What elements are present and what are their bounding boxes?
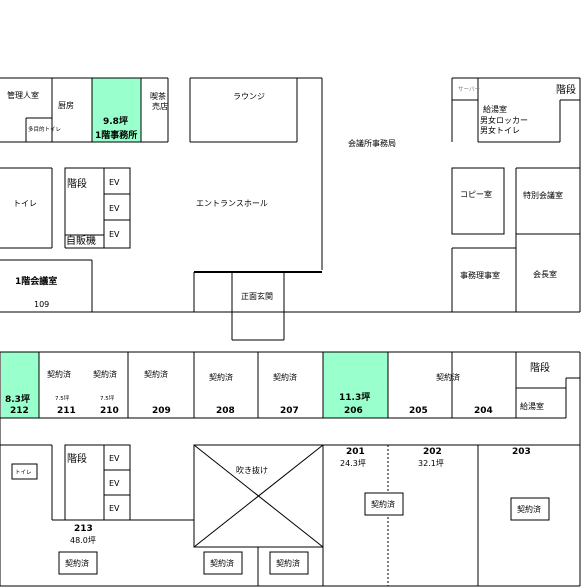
kyuto-room-label: 給湯室 (483, 104, 507, 114)
room-203-status: 契約済 (517, 504, 541, 514)
office-label: 会議所事務局 (348, 138, 396, 148)
floor-2-plan: 8.3坪 212 契約済 7.5坪 211 契約済 7.5坪 210 契約済 2… (0, 351, 581, 587)
room-209-number: 209 (152, 406, 171, 416)
south-1-status: 契約済 (210, 558, 234, 568)
room-205-number: 205 (409, 406, 428, 416)
tenant-1f-area: 9.8坪 (103, 115, 128, 127)
room-201-status: 契約済 (371, 499, 395, 509)
room-203-number: 203 (512, 447, 531, 457)
locker-room-label: 男女ロッカー (480, 115, 528, 125)
room-201-contract-box (364, 492, 404, 516)
room-208-status: 契約済 (209, 372, 233, 382)
room-212-area: 8.3坪 (5, 393, 30, 405)
multipurpose-toilet-label: 多目的トイレ (28, 125, 61, 133)
room-213-status: 契約済 (65, 558, 89, 568)
void-label: 吹き抜け (236, 465, 268, 475)
director-room-label: 事務理事室 (460, 270, 500, 280)
room-207-status: 契約済 (273, 372, 297, 382)
room-202-area: 32.1坪 (418, 459, 444, 468)
conference-room-label: 1階会議室 (15, 275, 57, 287)
main-entrance-label: 正面玄関 (241, 291, 273, 301)
room-201-area: 24.3坪 (340, 459, 366, 468)
entrance-hall-label: エントランスホール (196, 199, 268, 208)
room-207-number: 207 (280, 406, 299, 416)
room-203-contract-box (510, 497, 550, 521)
room-211-number: 211 (57, 406, 76, 416)
room-210-area: 7.5坪 (100, 394, 115, 402)
room-206-highlight (323, 352, 388, 418)
room-212-highlight (1, 352, 39, 418)
server-room-label: サーバー (458, 86, 480, 93)
shop-label: 売店 (152, 101, 168, 111)
room-212-number: 212 (10, 406, 29, 416)
stairs-label: 階段 (67, 177, 87, 190)
room-206-number: 206 (344, 406, 363, 416)
south-2-contract-box (269, 551, 309, 575)
conference-room-number: 109 (34, 300, 49, 309)
ev-3-label: EV (109, 230, 120, 239)
chairman-room-label: 会長室 (533, 269, 557, 279)
south-2-status: 契約済 (276, 558, 300, 568)
room-211-area: 7.5坪 (55, 394, 70, 402)
room-211-status: 契約済 (47, 369, 71, 379)
ev-2f-2-label: EV (109, 479, 120, 488)
toilet-2f-label: トイレ (15, 470, 32, 476)
room-209-status: 契約済 (144, 369, 168, 379)
floor-1-plan: 管理人室 厨房 多目的トイレ 9.8坪 1階事務所 喫茶 売店 ラウンジ サーバ… (0, 77, 581, 341)
toilet-label: トイレ (13, 199, 37, 208)
cafe-label: 喫茶 (150, 91, 166, 101)
kitchen-label: 厨房 (58, 100, 74, 110)
stairs-ne-label: 階段 (556, 83, 576, 96)
ev-2f-3-label: EV (109, 504, 120, 513)
lounge-label: ラウンジ (233, 92, 265, 101)
room-213-number: 213 (74, 524, 93, 534)
ev-2f-1-label: EV (109, 454, 120, 463)
ev-1-label: EV (109, 178, 120, 187)
toilet-mf-label: 男女トイレ (480, 125, 520, 135)
ev-2-label: EV (109, 204, 120, 213)
room-208-number: 208 (216, 406, 235, 416)
toilet-2f-box (11, 463, 38, 480)
room-206-area: 11.3坪 (339, 391, 370, 403)
room-210-number: 210 (100, 406, 119, 416)
south-1-contract-box (203, 551, 243, 575)
room-213-area: 48.0坪 (70, 536, 96, 545)
kyuto-2f-label: 給湯室 (520, 401, 544, 411)
tenant-1f-label: 1階事務所 (95, 129, 137, 141)
room-204-number: 204 (474, 406, 493, 416)
special-conference-label: 特別会議室 (523, 190, 563, 200)
room-205-status: 契約済 (436, 372, 460, 382)
vending-label: 自販機 (66, 234, 96, 247)
room-213-contract-box (58, 551, 98, 575)
kanri-room-label: 管理人室 (7, 90, 39, 100)
stairs-2f-label: 階段 (67, 452, 87, 465)
copy-room-label: コピー室 (460, 189, 492, 199)
room-202-number: 202 (423, 447, 442, 457)
room-210-status: 契約済 (93, 369, 117, 379)
tenant-1f-highlight (92, 78, 141, 142)
stairs-2f-e-label: 階段 (530, 361, 550, 374)
room-201-number: 201 (346, 447, 365, 457)
